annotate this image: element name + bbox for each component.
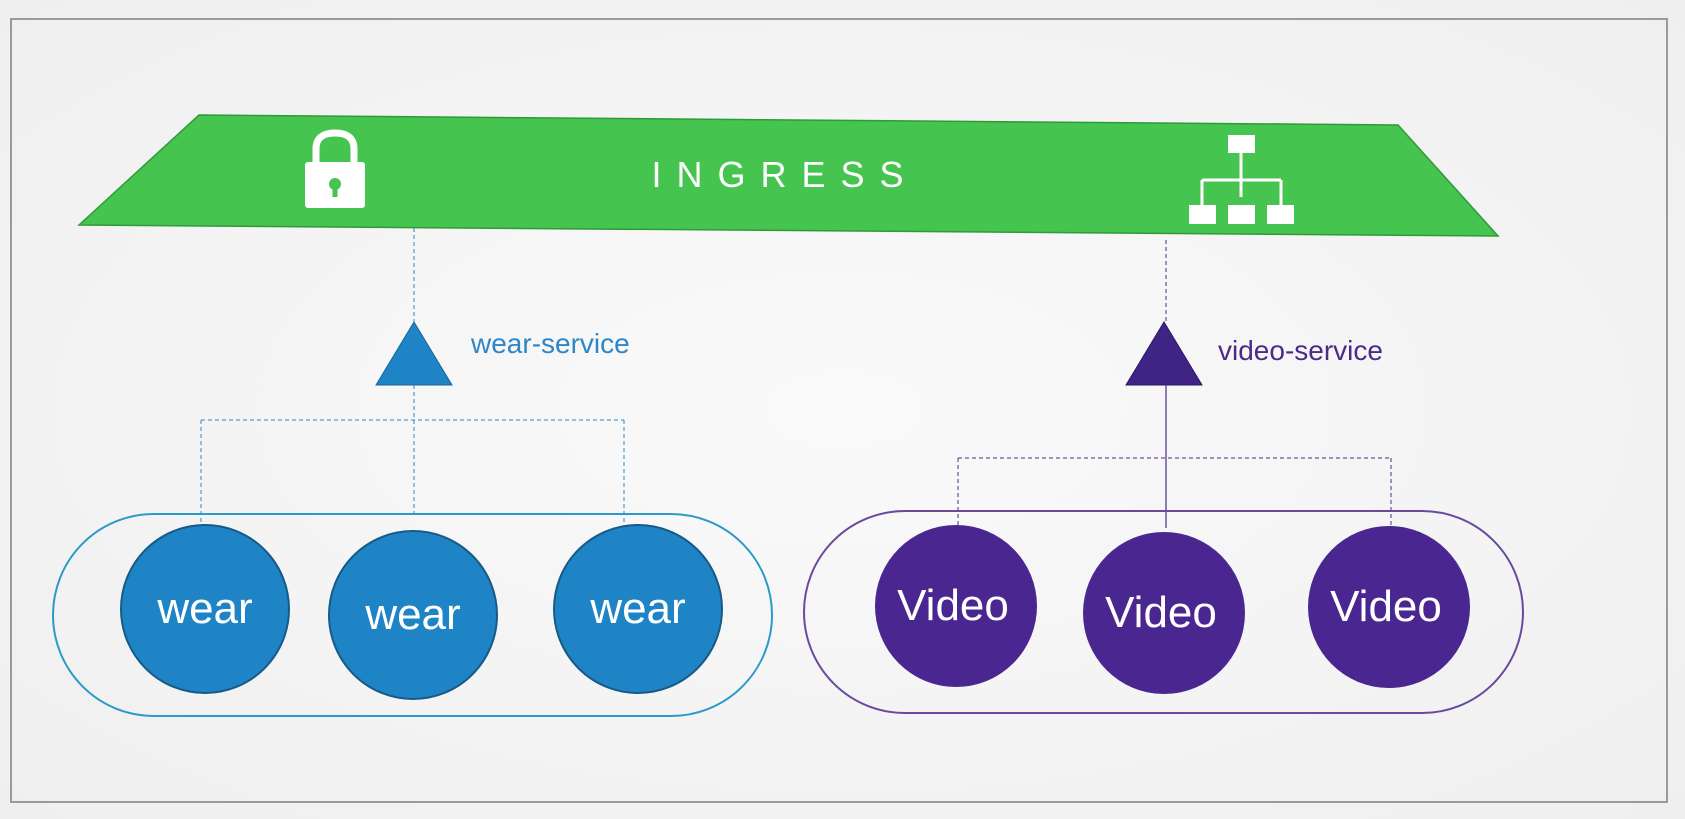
ingress-label: INGRESS — [651, 154, 918, 195]
video-pod: Video — [1308, 526, 1470, 688]
wear-pod-label: wear — [364, 590, 460, 639]
wear-pod: wear — [553, 524, 723, 694]
padlock-icon — [305, 129, 365, 208]
video-pod-label: Video — [897, 581, 1009, 630]
frame-border — [10, 18, 1668, 803]
video-pod: Video — [1083, 532, 1245, 694]
wear-branch: wear-service wear wear wear — [52, 228, 773, 717]
wear-pod-group — [52, 513, 773, 717]
wear-pod-label: wear — [589, 584, 685, 633]
wear-pod-label: wear — [156, 584, 252, 633]
wear-service-label: wear-service — [470, 328, 630, 359]
wear-pod: wear — [328, 530, 498, 700]
video-service-icon — [1125, 321, 1203, 386]
video-pod-label: Video — [1330, 582, 1442, 631]
video-pod: Video — [875, 525, 1037, 687]
wear-pod: wear — [120, 524, 290, 694]
video-pod-label: Video — [1105, 588, 1217, 637]
hierarchy-icon — [1189, 135, 1294, 224]
ingress-bar — [77, 114, 1500, 237]
video-service-label: video-service — [1218, 335, 1383, 366]
video-pod-group — [803, 510, 1524, 714]
video-branch: video-service Video Video Video — [803, 240, 1524, 714]
